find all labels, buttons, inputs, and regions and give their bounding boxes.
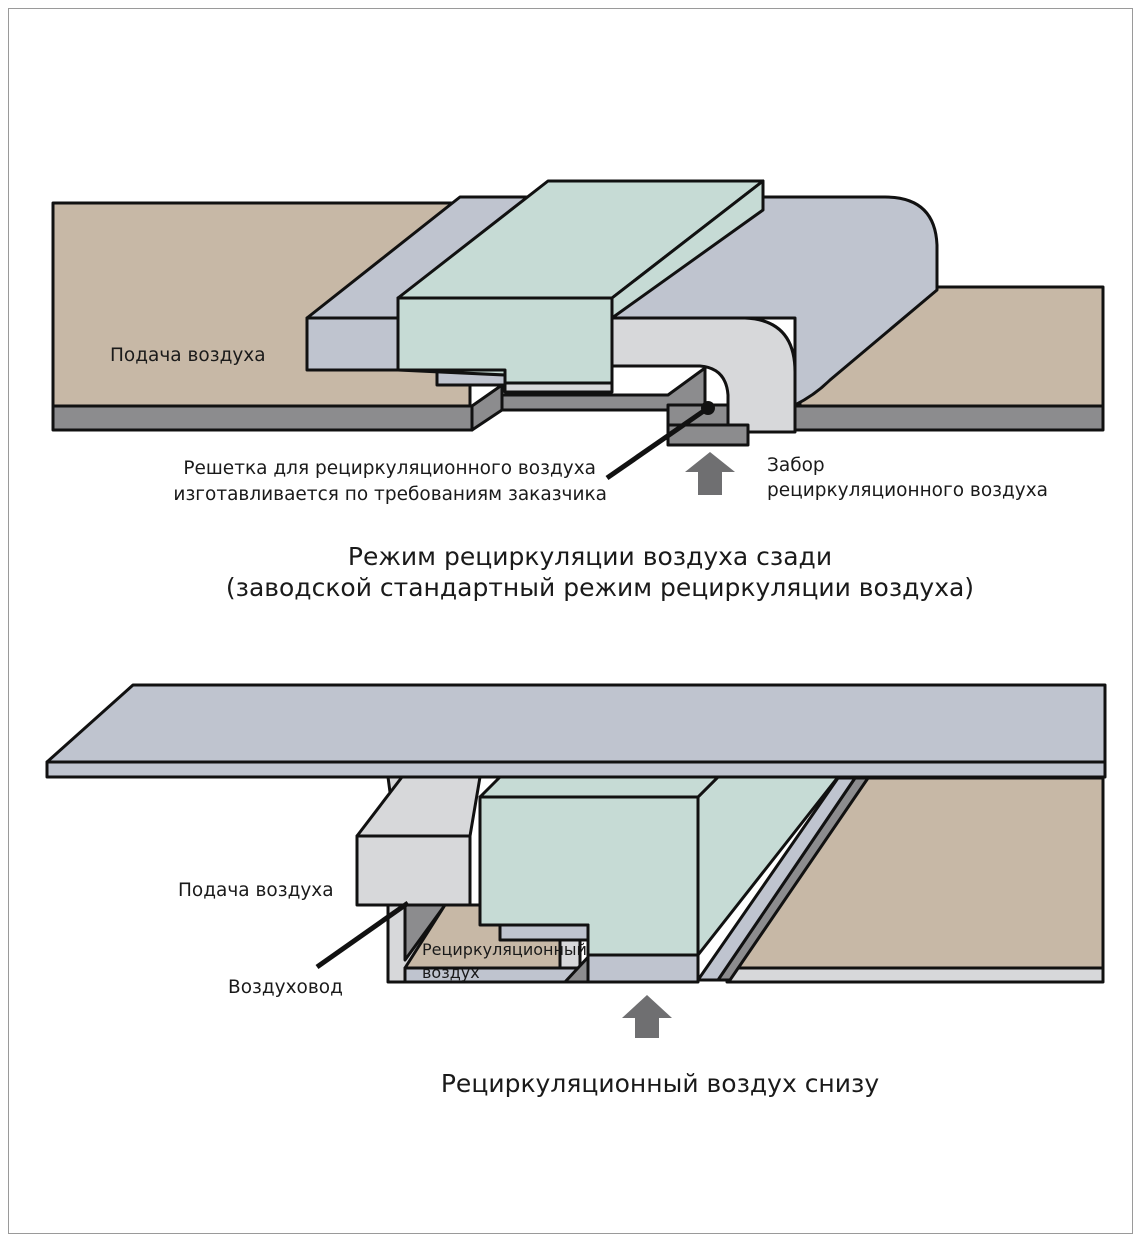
figure-frame — [8, 8, 1133, 1234]
top-left-ceiling-bevel — [470, 383, 504, 432]
top-intake-arrow-icon — [685, 452, 735, 495]
bottom-slab-edge — [45, 760, 1107, 779]
top-unit-front-step — [396, 296, 614, 385]
top-return-duct — [608, 195, 939, 407]
top-supply-label: Подача воздуха — [110, 345, 266, 366]
bottom-caption: Рециркуляционный воздух снизу — [441, 1069, 879, 1098]
top-return-elbow — [610, 316, 797, 434]
bottom-slab-top — [45, 683, 1107, 764]
bottom-unit-step — [498, 923, 590, 942]
top-right-ceiling-edge — [793, 404, 1105, 432]
bottom-right-ceiling-edge — [725, 966, 1105, 984]
bottom-supply-duct-top — [355, 775, 482, 838]
bottom-recirc-label-line2: воздух — [422, 963, 480, 982]
top-grille-label-line1: Решетка для рециркуляционного воздуха — [183, 458, 596, 479]
bottom-unit-base — [586, 953, 700, 984]
bottom-gap-strip-2 — [696, 776, 857, 982]
bottom-recirc-label-line1: Рециркуляционный — [422, 940, 587, 959]
bottom-supply-label: Подача воздуха — [178, 880, 334, 901]
top-intake-label-line1: Забор — [767, 455, 825, 476]
bottom-unit-top — [478, 775, 720, 799]
bottom-supply-duct-front — [355, 834, 472, 907]
top-supply-duct-front — [305, 316, 407, 372]
bottom-diagram — [45, 683, 1107, 1038]
bottom-duct-label: Воздуховод — [228, 977, 343, 998]
top-grille-leader-line — [605, 405, 710, 481]
top-diagram — [51, 179, 1105, 495]
bottom-duct-leader-line — [315, 900, 410, 970]
top-grille-label-line2: изготавливается по требованиям заказчика — [173, 484, 607, 505]
top-caption-line2: (заводской стандартный режим рециркуляци… — [226, 573, 974, 602]
top-grille-leader-dot — [701, 401, 715, 415]
top-intake-label-line2: рециркуляционного воздуха — [767, 480, 1048, 501]
top-left-ceiling-edge — [51, 404, 474, 432]
bottom-recirc-arrow-icon — [622, 995, 672, 1038]
top-caption-line1: Режим рециркуляции воздуха сзади — [348, 542, 832, 571]
